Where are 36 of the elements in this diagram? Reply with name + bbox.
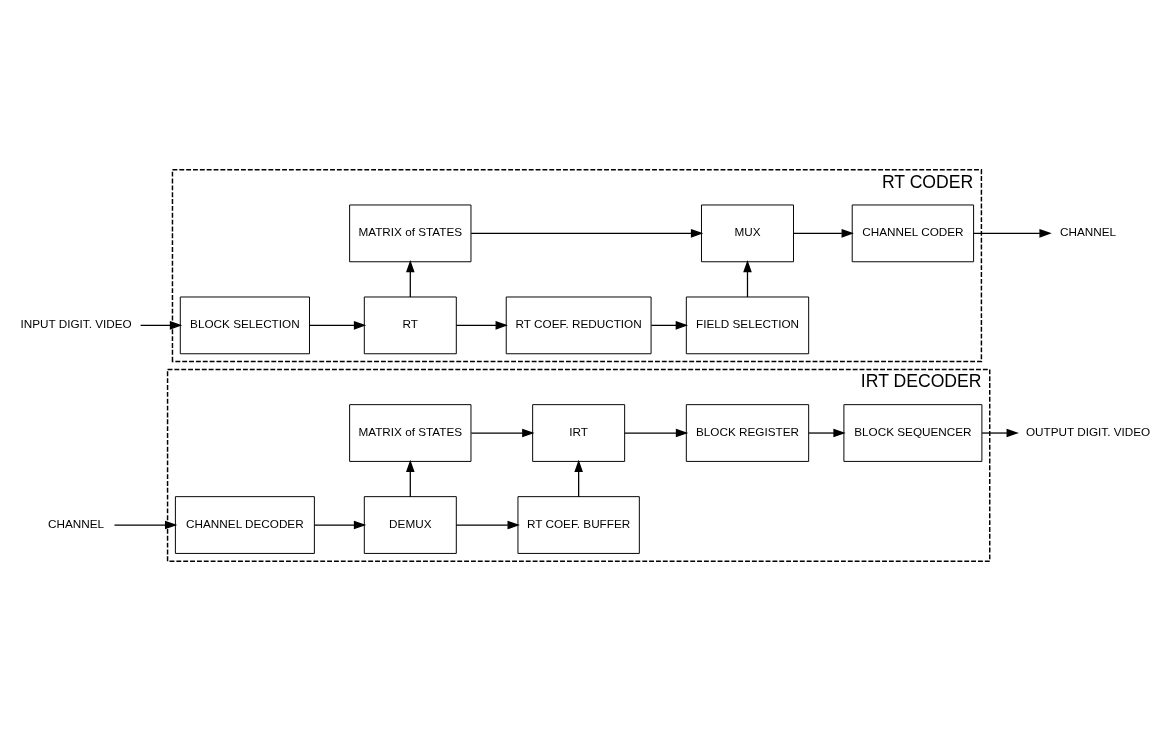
arrow (808, 428, 846, 437)
arrow (981, 428, 1019, 437)
node-box: BLOCK SEQUENCER (843, 403, 983, 462)
arrow (405, 459, 415, 497)
node-box: MATRIX of STATES (349, 204, 472, 262)
node-box: RT (363, 296, 457, 354)
arrow (470, 428, 535, 437)
arrow (405, 259, 415, 298)
node-box: DEMUX (363, 495, 457, 554)
node-text: OUTPUT DIGIT. VIDEO (1025, 424, 1151, 438)
arrow (455, 320, 508, 330)
arrow (743, 259, 752, 298)
arrow (574, 459, 583, 497)
arrow (455, 520, 520, 529)
arrow (624, 428, 689, 437)
node-box: CHANNEL DECODER (174, 495, 315, 554)
arrow (470, 228, 704, 238)
node-text: CHANNEL (48, 516, 105, 530)
node-text: CHANNEL (1060, 224, 1117, 238)
node-box: MUX (701, 204, 794, 262)
arrow (650, 320, 688, 330)
node-box: BLOCK SELECTION (179, 296, 310, 354)
node-box: CHANNEL CODER (851, 204, 975, 262)
node-box: RT COEF. REDUCTION (505, 296, 652, 354)
node-text: INPUT DIGIT. VIDEO (20, 316, 132, 330)
node-box: BLOCK REGISTER (685, 403, 810, 462)
arrow (314, 520, 367, 529)
arrow (308, 320, 367, 330)
node-box: FIELD SELECTION (685, 296, 810, 354)
arrow (973, 228, 1052, 238)
node-box: MATRIX of STATES (349, 403, 472, 462)
arrow (792, 228, 854, 238)
arrow (113, 520, 178, 529)
node-box: IRT (532, 403, 626, 462)
arrow (139, 320, 183, 330)
node-box: RT COEF. BUFFER (517, 495, 640, 554)
